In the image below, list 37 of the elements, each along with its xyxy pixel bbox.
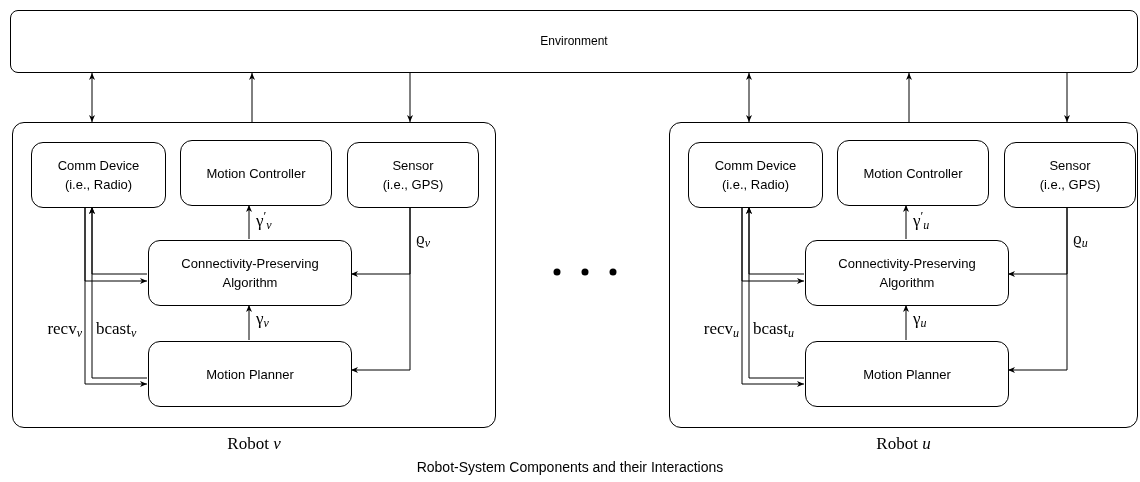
component-box	[148, 341, 352, 407]
component-box	[31, 142, 166, 208]
arrow	[407, 72, 413, 123]
node-label: Comm Device (i.e., Radio)	[713, 157, 798, 194]
arrow	[1064, 72, 1070, 123]
component-box	[1004, 142, 1136, 208]
arrow	[746, 72, 752, 123]
robot-heading: Robot u	[876, 433, 931, 455]
component-box	[688, 142, 823, 208]
component-box	[148, 240, 352, 306]
arrow	[246, 304, 252, 341]
node-label: Connectivity-Preserving Algorithm	[837, 255, 977, 292]
arrow	[249, 72, 255, 123]
arrow	[246, 204, 252, 240]
node-label: Comm Device (i.e., Radio)	[56, 157, 141, 194]
node-label: Motion Controller	[206, 164, 306, 183]
node-label: Environment	[540, 33, 608, 50]
robot-heading: Robot v	[227, 433, 281, 455]
component-box	[837, 140, 989, 206]
node-label: Sensor (i.e., GPS)	[381, 157, 445, 194]
arrow	[906, 72, 912, 123]
arrow	[903, 304, 909, 341]
arrow	[903, 204, 909, 240]
arrow	[1007, 206, 1068, 373]
node-label: Connectivity-Preserving Algorithm	[180, 255, 320, 292]
node-label: Motion Planner	[863, 365, 951, 384]
component-box	[805, 341, 1009, 407]
environment-box	[10, 10, 1138, 73]
node-label: Sensor (i.e., GPS)	[1038, 157, 1102, 194]
component-box	[180, 140, 332, 206]
arrow	[89, 72, 95, 123]
caption: Robot-System Components and their Interactions	[416, 458, 724, 477]
node-label: Motion Controller	[863, 164, 963, 183]
component-box	[347, 142, 479, 208]
node-label: Motion Planner	[206, 365, 294, 384]
component-box	[805, 240, 1009, 306]
arrow	[350, 206, 411, 373]
